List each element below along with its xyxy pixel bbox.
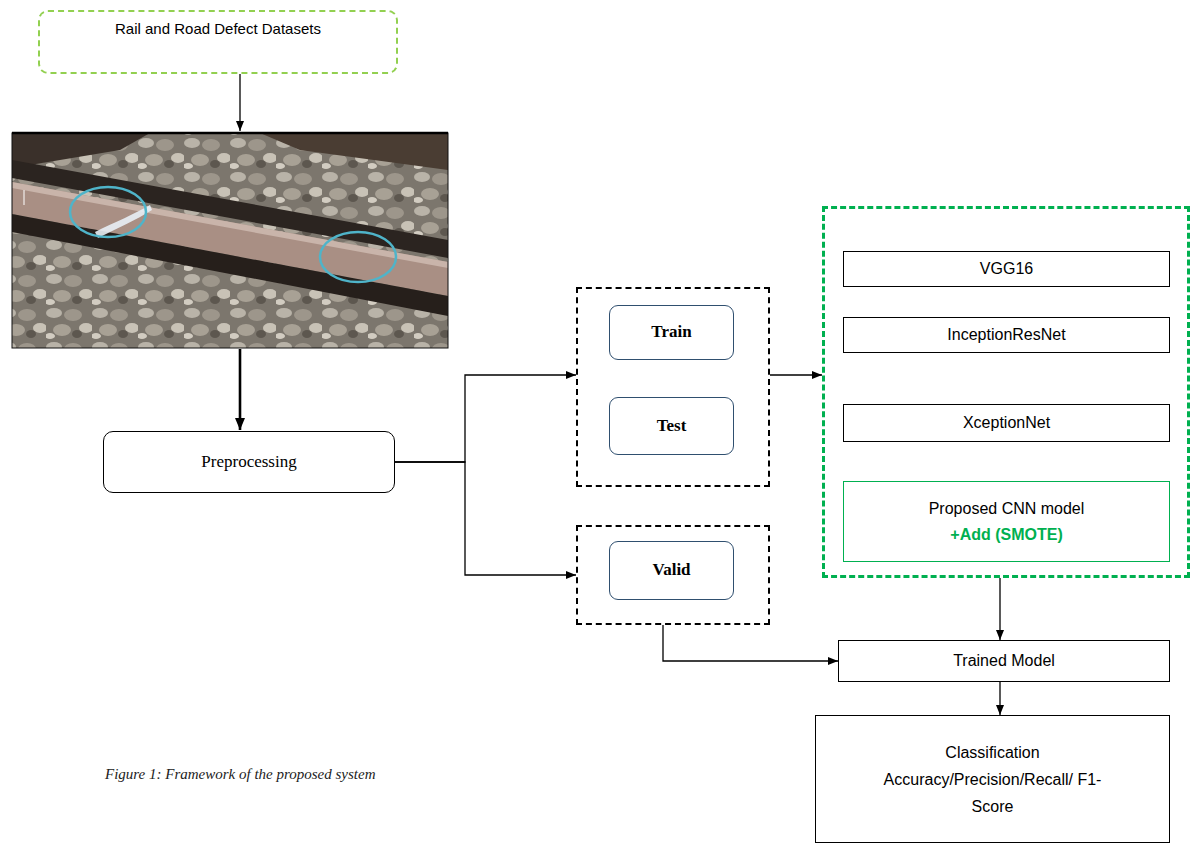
split-box: Train <box>609 305 734 360</box>
node-label: Valid <box>652 560 690 580</box>
model-box: VGG16 <box>843 251 1170 287</box>
sleeper <box>12 133 150 168</box>
node-label: Test <box>657 416 687 436</box>
photo-mark <box>24 190 25 205</box>
figure-caption: Figure 1: Framework of the proposed syst… <box>105 766 376 783</box>
connector-arrow <box>999 682 1000 715</box>
defect-circle <box>320 232 396 282</box>
node-label: Proposed CNN model <box>929 499 1085 518</box>
result-box: Trained Model <box>838 640 1170 682</box>
rail-photo <box>12 133 448 348</box>
ballast <box>12 133 448 348</box>
rail-web <box>12 214 448 316</box>
connector-arrow <box>999 578 1000 640</box>
split-group: TrainTest <box>576 287 770 487</box>
sleeper <box>260 133 448 170</box>
node-label: InceptionResNet <box>947 325 1065 344</box>
dataset-box: Rail and Road Defect Datasets <box>38 10 398 74</box>
process-box: Preprocessing <box>103 431 395 493</box>
metrics-box: Classification Accuracy/Precision/Recall… <box>815 715 1170 843</box>
photo-frame-top <box>12 132 448 135</box>
node-label: Rail and Road Defect Datasets <box>115 20 321 38</box>
photo-frame <box>12 133 448 348</box>
node-label: VGG16 <box>980 259 1033 278</box>
flow-arrow <box>239 74 240 131</box>
split-box: Valid <box>609 541 734 600</box>
split-box: Test <box>609 397 734 455</box>
flow-arrow <box>239 349 242 430</box>
model-box: XceptionNet <box>843 404 1170 442</box>
model-group: VGG16InceptionResNetXceptionNetProposed … <box>822 206 1190 578</box>
node-label: Preprocessing <box>201 452 296 472</box>
node-label: +Add (SMOTE) <box>950 525 1062 544</box>
node-label: Trained Model <box>953 651 1055 670</box>
node-label: Train <box>651 322 691 342</box>
defect-circle <box>70 187 146 237</box>
connector-arrow <box>395 375 576 462</box>
connector-arrow <box>395 462 576 575</box>
node-label: XceptionNet <box>963 413 1050 432</box>
connector-arrow <box>663 625 838 661</box>
model-box: Proposed CNN model +Add (SMOTE) <box>843 481 1170 562</box>
node-label: Classification Accuracy/Precision/Recall… <box>878 739 1108 820</box>
model-box: InceptionResNet <box>843 317 1170 353</box>
split-group: Valid <box>576 525 770 625</box>
connector-arrow <box>770 374 822 375</box>
